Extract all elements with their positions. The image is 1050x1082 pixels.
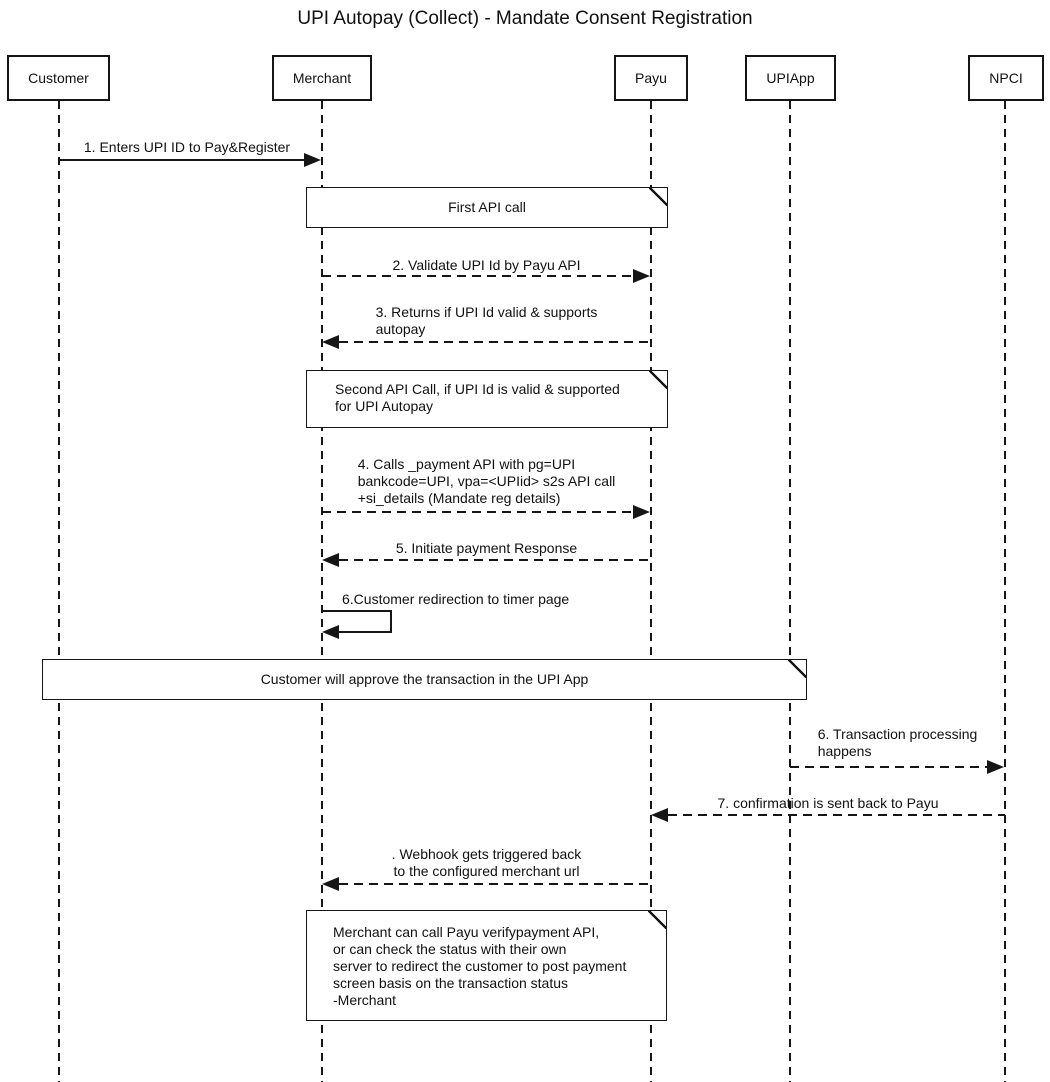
message-text: 2. Validate UPI Id by Payu API — [322, 257, 651, 274]
lifeline-payu — [650, 101, 652, 1082]
note-text-line: for UPI Autopay — [335, 398, 434, 414]
lifeline-customer — [58, 101, 60, 1082]
message-text-line: autopay — [375, 321, 426, 337]
note-verifypayment: Merchant can call Payu verifypayment API… — [306, 910, 667, 1021]
self-message-bottom-line — [338, 631, 392, 633]
note-text-line: Merchant can call Payu verifypayment API… — [333, 924, 600, 940]
message-line — [339, 559, 651, 561]
note-text-line: First API call — [448, 199, 526, 215]
note-text-line: -Merchant — [333, 992, 397, 1008]
participant-customer: Customer — [7, 55, 110, 101]
message-text-line: 5. Initiate payment Response — [395, 540, 578, 556]
note-fold-icon — [649, 187, 668, 206]
message-line — [668, 814, 1005, 816]
participant-label: NPCI — [989, 70, 1023, 86]
message-text-line: 4. Calls _payment API with pg=UPI — [357, 456, 576, 472]
participant-label: Merchant — [292, 70, 352, 86]
message-line — [322, 511, 634, 513]
message-text-line: +si_details (Mandate reg details) — [357, 490, 561, 506]
note-text-line: server to redirect the customer to post … — [333, 958, 627, 974]
message-text: 7. confirmation is sent back to Payu — [651, 795, 1005, 812]
message-text-line: 3. Returns if UPI Id valid & supports — [375, 304, 598, 320]
message-text: 6.Customer redirection to timer page — [342, 591, 569, 608]
lifeline-merchant — [321, 101, 323, 1082]
message-text-line: . Webhook gets triggered back — [391, 846, 582, 862]
arrowhead-left-icon — [322, 553, 339, 567]
message-text: 5. Initiate payment Response — [322, 540, 651, 557]
message-line — [339, 883, 651, 885]
message-text-line: 6.Customer redirection to timer page — [342, 591, 570, 607]
message-text-line: 1. Enters UPI ID to Pay&Register — [83, 139, 291, 155]
message-text: . Webhook gets triggered back to the con… — [322, 846, 651, 880]
message-text-block: 4. Calls _payment API with pg=UPI bankco… — [358, 456, 616, 507]
message-text-line: happens — [817, 743, 872, 759]
arrowhead-right-icon — [633, 505, 650, 519]
note-fold-icon — [649, 370, 668, 389]
arrowhead-left-icon — [322, 877, 339, 891]
message-text-line: 7. confirmation is sent back to Payu — [717, 795, 939, 811]
note-fold-icon — [648, 910, 667, 929]
lifeline-upiapp — [789, 101, 791, 1082]
arrowhead-right-icon — [304, 153, 321, 167]
self-message-top-line — [323, 610, 392, 612]
note-first-api-call: First API call — [306, 187, 668, 228]
participant-upiapp: UPIApp — [745, 55, 836, 101]
note-text-line: or can check the status with their own — [333, 941, 567, 957]
diagram-title: UPI Autopay (Collect) - Mandate Consent … — [297, 8, 753, 29]
note-customer-approval: Customer will approve the transaction in… — [42, 659, 807, 700]
message-text-block: 3. Returns if UPI Id valid & supports au… — [376, 304, 598, 338]
note-text-line: screen basis on the transaction status — [333, 975, 569, 991]
message-text: 6. Transaction processing happens — [790, 726, 1005, 760]
arrowhead-right-icon — [633, 269, 650, 283]
message-line — [790, 766, 987, 768]
participant-payu: Payu — [614, 55, 688, 101]
note-text-line: Customer will approve the transaction in… — [260, 671, 589, 687]
participant-npci: NPCI — [968, 55, 1044, 101]
message-text: 4. Calls _payment API with pg=UPI bankco… — [322, 456, 651, 507]
participant-label: Payu — [635, 70, 667, 86]
message-text-block: 6. Transaction processing happens — [818, 726, 978, 760]
message-text: 1. Enters UPI ID to Pay&Register — [56, 139, 318, 156]
message-text: 3. Returns if UPI Id valid & supports au… — [322, 304, 651, 338]
message-text-line: 2. Validate UPI Id by Payu API — [392, 257, 581, 273]
arrowhead-left-icon — [651, 808, 668, 822]
self-message-right-line — [390, 610, 392, 633]
message-text-line: 6. Transaction processing — [817, 726, 978, 742]
note-fold-icon — [788, 659, 807, 678]
arrowhead-left-icon — [322, 625, 339, 639]
message-text-line: bankcode=UPI, vpa=<UPIid> s2s API call — [357, 473, 616, 489]
note-text-line: Second API Call, if UPI Id is valid & su… — [335, 381, 620, 397]
participant-label: UPIApp — [766, 70, 815, 86]
message-text-line: to the configured merchant url — [393, 863, 580, 879]
note-second-api-call: Second API Call, if UPI Id is valid & su… — [306, 370, 668, 428]
participant-label: Customer — [28, 70, 89, 86]
participant-merchant: Merchant — [272, 55, 372, 101]
arrowhead-left-icon — [322, 335, 339, 349]
message-line — [60, 159, 305, 161]
message-line — [322, 275, 634, 277]
arrowhead-right-icon — [987, 760, 1004, 774]
message-line — [339, 341, 651, 343]
lifeline-npci — [1004, 101, 1006, 1082]
